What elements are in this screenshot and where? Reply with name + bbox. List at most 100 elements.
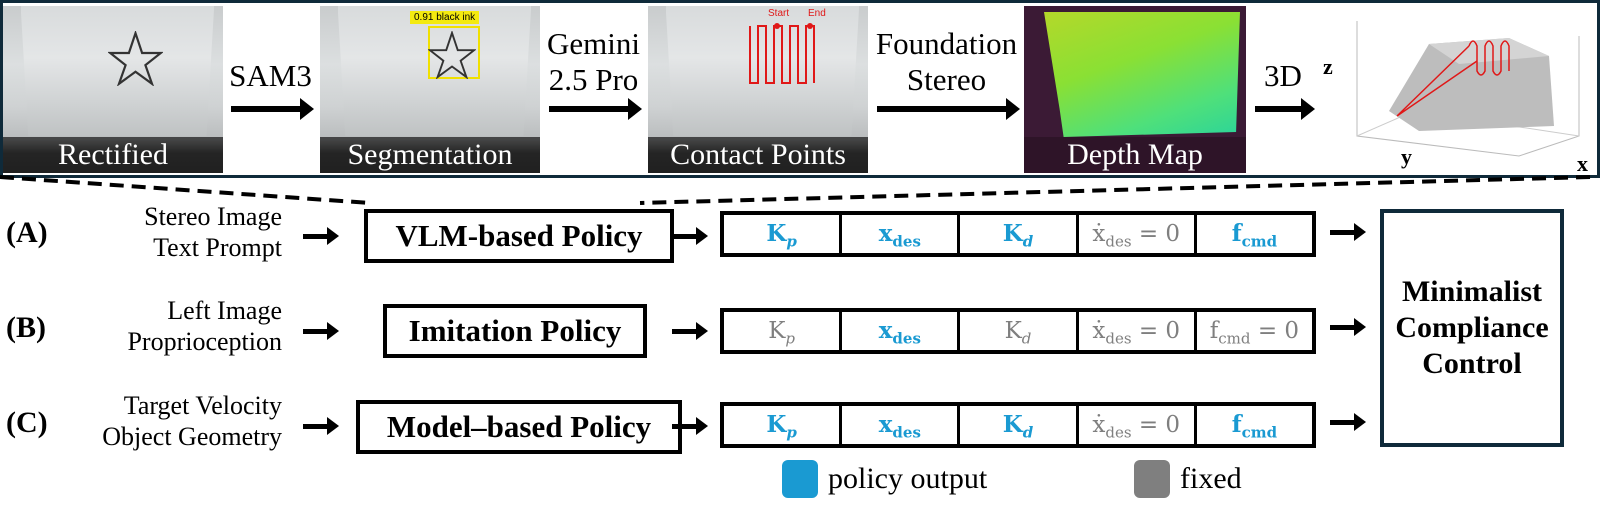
start-label: Start [768,8,790,19]
step-sam3: SAM3 [223,6,318,173]
input-label: Text Prompt [153,233,282,262]
step-foundation-stereo: Foundation Stereo [869,6,1024,173]
point-cloud-3d-plot: z y x [1319,6,1594,173]
arrow-icon [672,417,708,435]
param-subscript: des [1105,423,1132,442]
param-subscript: cmd [1218,329,1251,348]
param-value: = 0 [1131,318,1181,344]
row-b-inputs: Left Image Proprioception [60,295,282,357]
fixed-swatch [1134,460,1170,498]
legend-policy-output: policy output [782,460,987,498]
param-symbol: ẋ [1092,412,1106,438]
contact-points-image: Start End Contact Points [648,6,868,173]
param-cell: Kd [960,215,1079,253]
legend-label: fixed [1180,462,1242,495]
param-subscript: cmd [1241,423,1278,442]
param-cell: fcmd = 0 [1197,312,1312,350]
param-symbol: K [766,220,787,247]
param-subscript: des [1105,329,1132,348]
param-subscript: p [786,423,797,442]
param-cell: Kd [960,406,1079,444]
zoom-dashed-lines [0,175,1591,205]
input-label: Stereo Image [144,202,282,231]
step-label: 2.5 Pro [548,62,639,97]
param-symbol: K [1002,411,1023,438]
param-symbol: f [1209,318,1219,344]
param-cell: Kp [724,312,843,350]
step-label: 3D [1264,58,1302,93]
imitation-policy-box: Imitation Policy [383,304,647,358]
param-symbol: f [1231,411,1242,438]
param-cell: xdes [842,215,961,253]
param-symbol: K [1002,220,1023,247]
arrow-icon [672,322,708,340]
param-cell: ẋdes = 0 [1079,406,1197,444]
panel-caption: Contact Points [648,137,868,173]
input-label: Left Image [167,296,282,325]
param-cell: fcmd [1197,406,1312,444]
arrow-icon [231,98,314,120]
arrow-icon [877,98,1020,120]
param-subscript: cmd [1241,232,1278,251]
param-subscript: p [786,232,797,251]
param-value: = 0 [1250,318,1300,344]
star-drawing-icon [428,31,476,79]
input-label: Target Velocity [123,391,282,420]
param-subscript: d [1022,423,1034,442]
param-subscript: des [892,329,921,348]
param-subscript: des [1105,232,1132,251]
param-cell: xdes [842,312,961,350]
legend-label: policy output [828,462,988,495]
row-c-inputs: Target Velocity Object Geometry [60,390,282,452]
legend-fixed: fixed [1134,460,1242,498]
param-subscript: des [892,423,921,442]
detection-box [428,26,480,79]
controller-label: Compliance [1395,311,1549,344]
arrow-icon [549,98,642,120]
star-drawing-icon [108,31,163,86]
arrow-icon [303,417,339,435]
step-3d: 3D [1247,6,1319,173]
row-b-label: (B) [6,311,46,344]
row-a-inputs: Stereo Image Text Prompt [60,201,282,263]
arrow-icon [672,227,708,245]
param-value: = 0 [1131,412,1181,438]
depth-map-image: Depth Map [1024,6,1246,173]
param-symbol: x [878,317,893,344]
param-symbol: ẋ [1092,221,1106,247]
param-cell: Kp [724,215,843,253]
vlm-policy-box: VLM-based Policy [364,209,674,263]
controller-label: Control [1422,347,1522,380]
param-symbol: x [878,411,893,438]
param-cell: ẋdes = 0 [1079,312,1197,350]
end-label: End [808,8,826,19]
arrow-icon [1255,98,1315,120]
param-symbol: ẋ [1092,318,1106,344]
step-label: Foundation [875,26,1018,61]
arrow-icon [1330,318,1366,336]
point-cloud-icon [1356,21,1580,157]
arrow-icon [303,227,339,245]
step-label: Stereo [906,62,987,97]
param-subscript: d [1022,232,1034,251]
pipeline-strip: Rectified SAM3 0.91 black ink Segmentati… [0,0,1600,178]
arrow-icon [303,322,339,340]
param-cell: ẋdes = 0 [1079,215,1197,253]
input-label: Proprioception [127,327,282,356]
panel-caption: Depth Map [1024,137,1246,173]
policy-output-swatch [782,460,818,498]
param-cell: Kd [960,312,1079,350]
param-symbol: x [878,220,893,247]
axis-y-label: y [1401,144,1412,169]
param-subscript: des [892,232,921,251]
step-gemini: Gemini 2.5 Pro [541,6,646,173]
param-cell: Kp [724,406,843,444]
panel-caption: Rectified [3,137,223,173]
minimalist-compliance-control-box: Minimalist Compliance Control [1380,209,1564,447]
step-label: SAM3 [229,58,312,93]
axis-z-label: z [1323,54,1333,79]
param-cell: fcmd [1197,215,1312,253]
